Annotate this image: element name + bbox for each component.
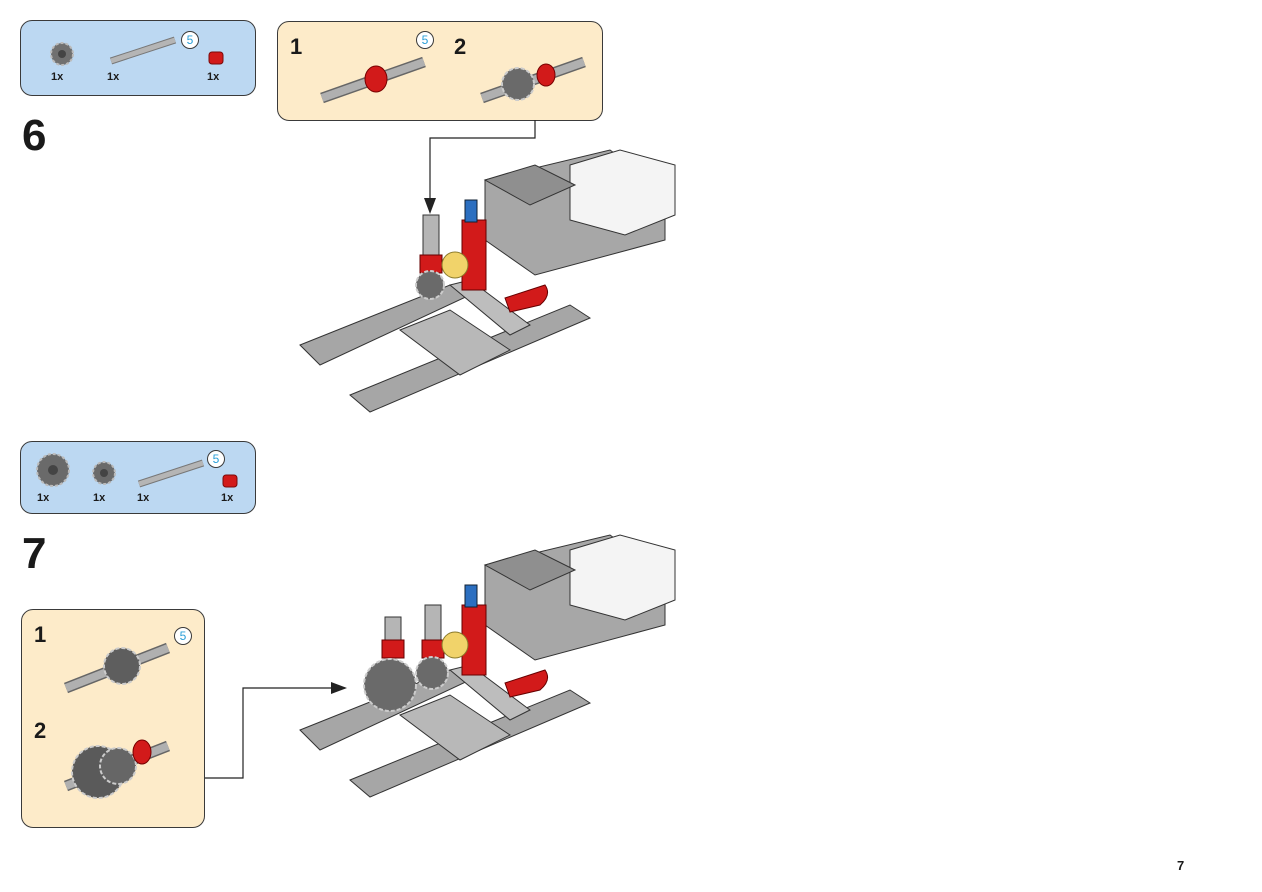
- bush-icon: [208, 51, 224, 65]
- part-qty: 1x: [37, 492, 50, 504]
- gear-12-icon: [92, 461, 116, 485]
- step6-subassembly: 1 5 2: [277, 21, 603, 121]
- step-number: 7: [22, 529, 47, 578]
- step7-parts-list: 1x 1x 1x 5 1x: [20, 441, 256, 514]
- step6-model-illustration: [299, 149, 676, 413]
- axle-gear-bush-illustration: [480, 56, 586, 104]
- page-number: 7: [1177, 858, 1185, 873]
- frame-beams: [299, 279, 592, 413]
- axle-length-badge: 5: [207, 450, 225, 468]
- axle-with-gear-illustration: [63, 642, 171, 694]
- axle-length-badge: 5: [174, 627, 192, 645]
- gear-20-icon: [36, 453, 70, 487]
- part-qty: 1x: [107, 71, 120, 83]
- axle-icon: [109, 36, 177, 65]
- substep-number: 2: [34, 718, 47, 743]
- substep-number: 1: [34, 622, 47, 647]
- part-qty: 1x: [137, 492, 150, 504]
- part-qty: 1x: [207, 71, 220, 83]
- substep-number: 2: [454, 34, 467, 59]
- axle-icon: [137, 459, 205, 488]
- step-number: 6: [22, 111, 47, 160]
- bush-icon: [222, 474, 238, 488]
- motor-body: [483, 149, 676, 276]
- axle-with-bush-illustration: [320, 56, 426, 104]
- part-qty: 1x: [51, 71, 64, 83]
- axle-length-badge: 5: [181, 31, 199, 49]
- step6-callout-arrow: [424, 120, 536, 214]
- step6-parts-list: 1x 1x 5 1x: [20, 20, 256, 96]
- axle-length-badge: 5: [416, 31, 434, 49]
- gear-12-icon: [50, 42, 74, 66]
- step7-subassembly: 1 5 2: [21, 609, 205, 828]
- motor-body: [483, 534, 676, 661]
- axle-gears-bush-illustration: [63, 739, 171, 799]
- part-qty: 1x: [221, 492, 234, 504]
- step7-model-illustration: [299, 534, 676, 798]
- substep-number: 1: [290, 34, 303, 59]
- step7-callout-arrow: [205, 682, 347, 779]
- part-qty: 1x: [93, 492, 106, 504]
- frame-beams: [299, 664, 592, 798]
